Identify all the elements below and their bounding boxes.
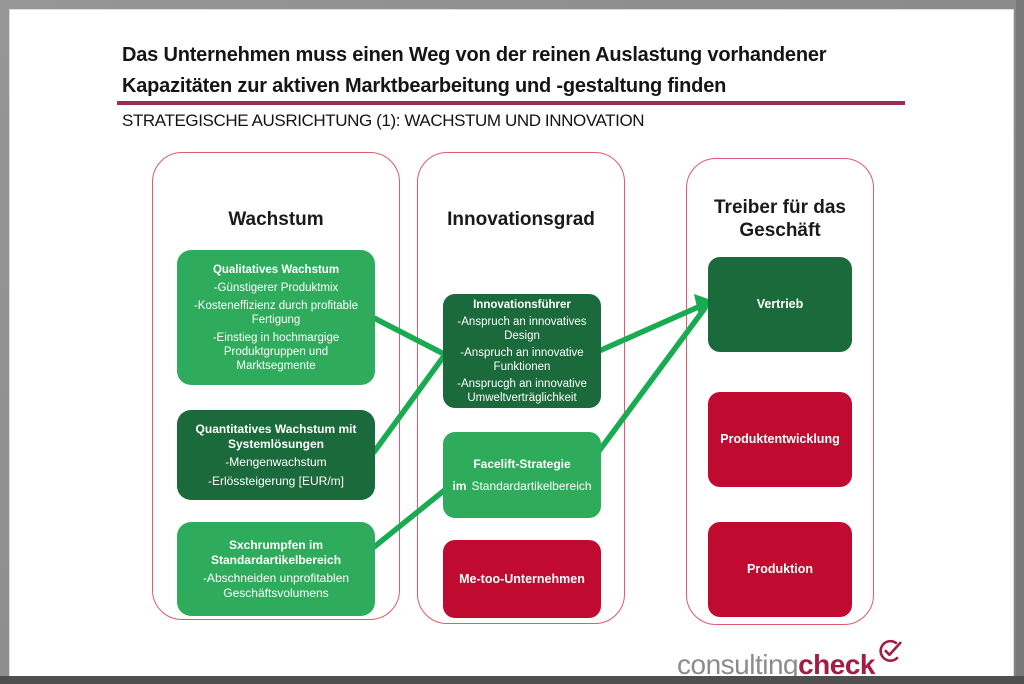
box-line: -Erlössteigerung [EUR/m] [207, 473, 345, 488]
box-line-bold: im [452, 478, 467, 493]
column-header-innovationsgrad: Innovationsgrad [447, 209, 595, 230]
box-line: -Einstieg in hochmargige Produktgruppen … [212, 331, 340, 372]
box-line: -Mengenwachstum [225, 455, 327, 469]
box-produktentwicklung: Produktentwicklung [708, 392, 852, 487]
box-title: Quantitatives Wachstum mit Systemlösunge… [195, 422, 357, 451]
box-line: im Standardartikelbereich [452, 479, 591, 494]
box-vertrieb: Vertrieb [708, 257, 852, 352]
box-line: -Günstigerer Produktmix [213, 281, 339, 294]
box-produktion: Produktion [708, 522, 852, 617]
viewer-bottom-edge [0, 676, 1024, 684]
box-quantitatives-wachstum: Quantitatives Wachstum mit Systemlösunge… [177, 410, 375, 500]
slide-title-line2: Kapazitäten zur aktiven Marktbearbeitung… [122, 75, 727, 97]
box-qualitatives-wachstum: Qualitatives Wachstum -Günstigerer Produ… [177, 250, 375, 385]
box-line: -Ansprucgh an innovative Umweltverträgli… [457, 377, 587, 404]
box-line: -Anspruch an innovative Funktionen [460, 346, 584, 373]
box-title: Sxchrumpfen im Standardartikelbereich [210, 538, 342, 567]
box-innovationsfuehrer: Innovationsführer -Anspruch an innovativ… [443, 294, 601, 408]
logo-text-consulting: consulting [677, 649, 799, 680]
box-schrumpfen-standardartikelbereich: Sxchrumpfen im Standardartikelbereich -A… [177, 522, 375, 616]
title-underline [117, 101, 905, 105]
box-title: Vertrieb [756, 297, 804, 312]
column-header-treiber: Treiber für das Geschäft [714, 197, 846, 241]
box-title: Facelift-Strategie [473, 457, 571, 471]
box-line: -Kosteneffizienz durch profitable Fertig… [193, 299, 359, 326]
slide-subtitle: STRATEGISCHE AUSRICHTUNG (1): WACHSTUM U… [122, 111, 645, 130]
box-line: -Abschneiden unprofitablen Geschäftsvolu… [202, 571, 350, 600]
slide-title: Das Unternehmen muss einen Weg von der r… [122, 40, 917, 102]
logo-swirl-icon [879, 639, 902, 662]
column-header-wachstum: Wachstum [228, 209, 324, 230]
box-facelift-strategie: Facelift-Strategie im Standardartikelbere… [443, 432, 601, 518]
consultingcheck-logo: consultingcheck [645, 638, 903, 681]
slide-title-line1: Das Unternehmen muss einen Weg von der r… [122, 44, 827, 66]
box-title: Qualitatives Wachstum [212, 263, 340, 276]
viewer-right-edge [1016, 0, 1024, 684]
box-line-rest: Standardartikelbereich [471, 478, 592, 493]
box-line: -Anspruch an innovatives Design [457, 315, 587, 342]
logo-text-check: check [798, 649, 875, 680]
box-title: Produktion [747, 562, 813, 577]
box-title: Innovationsführer [473, 298, 571, 311]
box-title: Produktentwicklung [720, 432, 840, 447]
box-me-too-unternehmen: Me-too-Unternehmen [443, 540, 601, 618]
box-title: Me-too-Unternehmen [459, 571, 585, 586]
